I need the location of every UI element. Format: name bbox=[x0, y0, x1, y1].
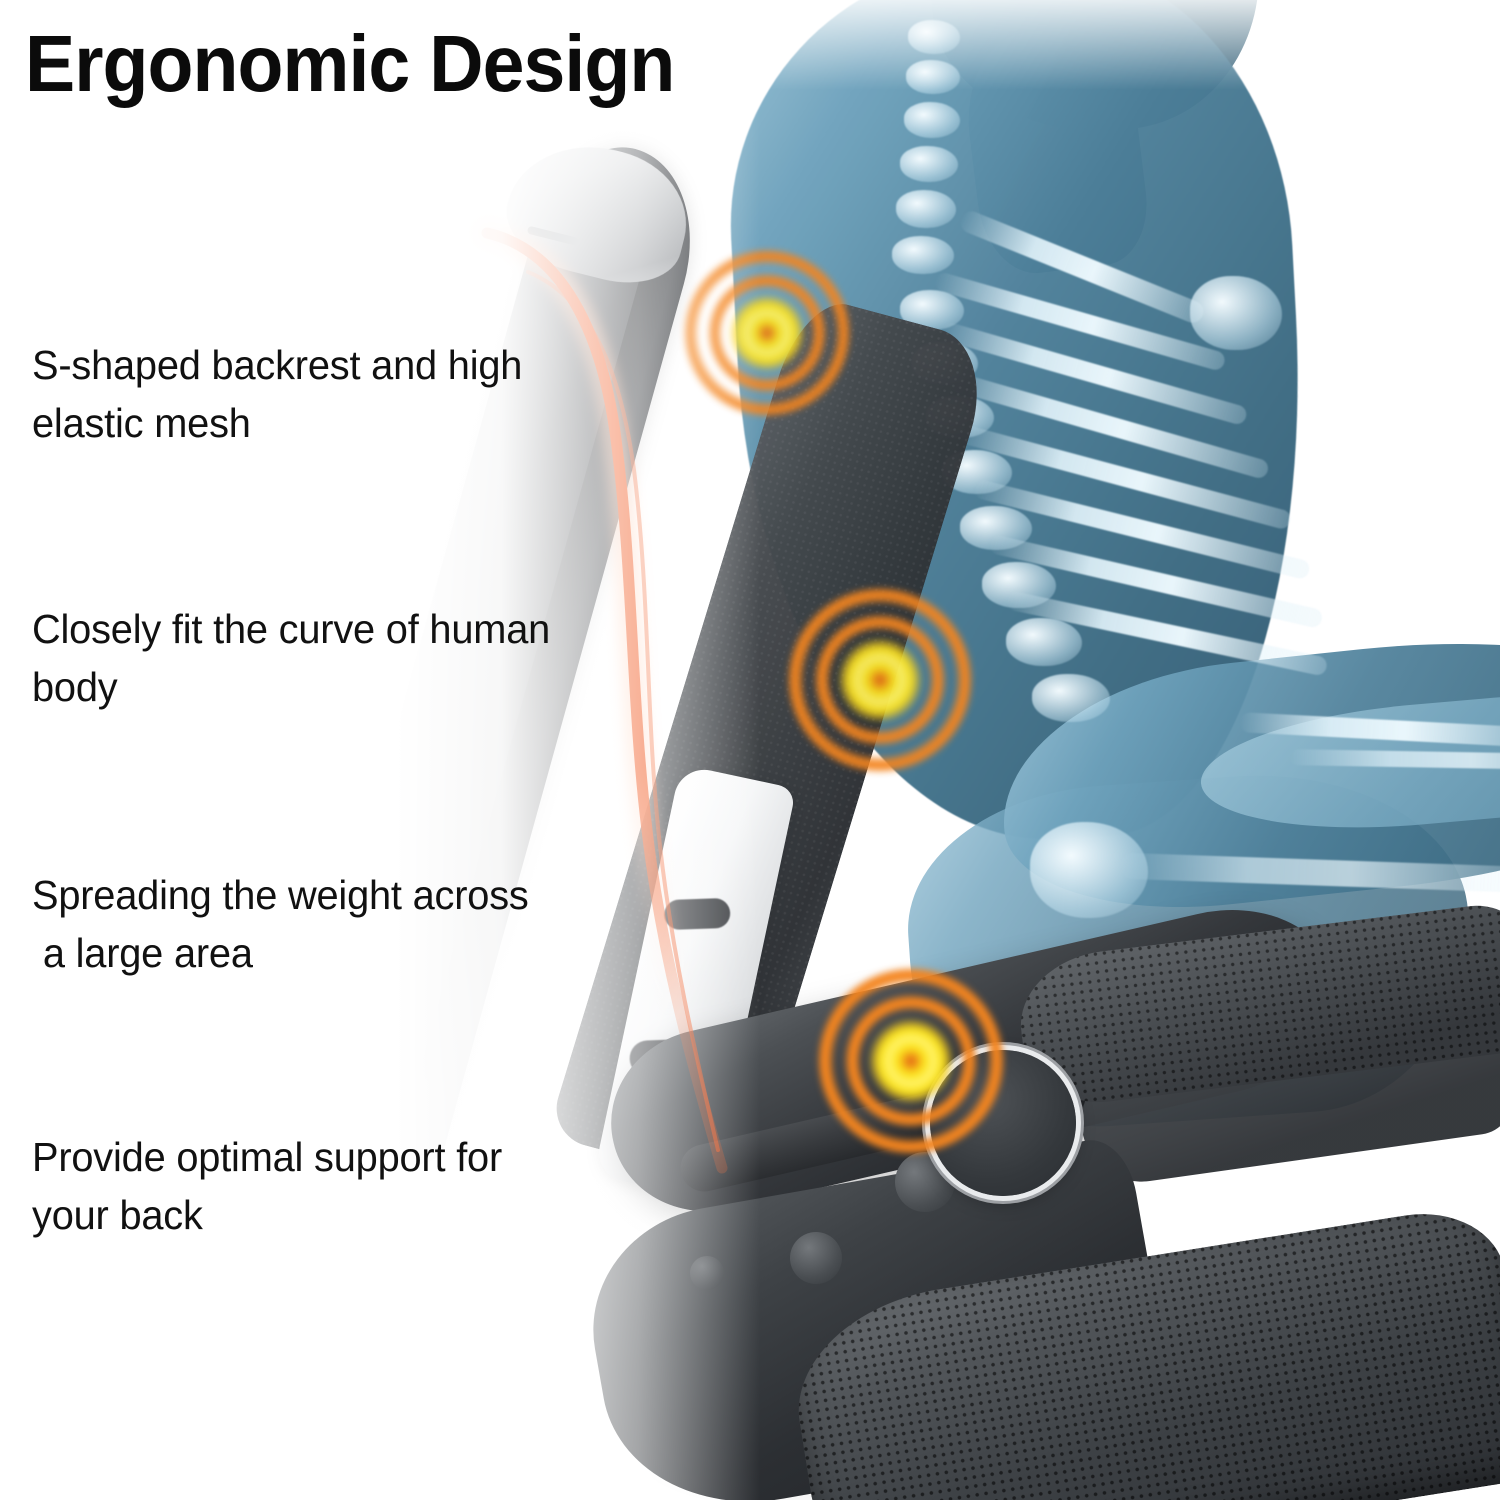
pressure-point-lumbar bbox=[818, 968, 1004, 1154]
xray-vertebra bbox=[1032, 674, 1110, 722]
xray-vertebra bbox=[904, 102, 960, 138]
pressure-point-mid-back bbox=[788, 588, 972, 772]
feature-line: a large area bbox=[32, 930, 253, 977]
feature-line: S-shaped backrest and high bbox=[32, 342, 523, 388]
feature-line: Provide optimal support for bbox=[32, 1134, 503, 1180]
feature-s-shaped-backrest: S-shaped backrest and high elastic mesh bbox=[32, 336, 614, 452]
chair-bump bbox=[790, 1232, 842, 1284]
feature-line: elastic mesh bbox=[32, 400, 251, 447]
xray-vertebra bbox=[896, 190, 956, 228]
xray-vertebra bbox=[1006, 618, 1082, 666]
feature-line: your back bbox=[32, 1192, 203, 1239]
feature-line: Spreading the weight across bbox=[32, 872, 529, 918]
page-title: Ergonomic Design bbox=[25, 19, 675, 108]
xray-vertebra bbox=[900, 146, 958, 182]
hotspot-rings-icon bbox=[818, 968, 1004, 1154]
xray-hip-joint bbox=[1030, 822, 1148, 918]
feature-line: body bbox=[32, 664, 118, 711]
feature-closely-fit-curve: Closely fit the curve of human body bbox=[32, 600, 614, 716]
xray-vertebra bbox=[892, 236, 954, 274]
feature-line: Closely fit the curve of human bbox=[32, 606, 551, 652]
xray-shoulder-joint bbox=[1190, 276, 1282, 350]
left-fade-overlay bbox=[0, 0, 760, 1500]
hotspot-rings-icon bbox=[788, 588, 972, 772]
feature-optimal-support: Provide optimal support for your back bbox=[32, 1128, 614, 1244]
feature-spreading-weight: Spreading the weight across a large area bbox=[32, 866, 614, 982]
